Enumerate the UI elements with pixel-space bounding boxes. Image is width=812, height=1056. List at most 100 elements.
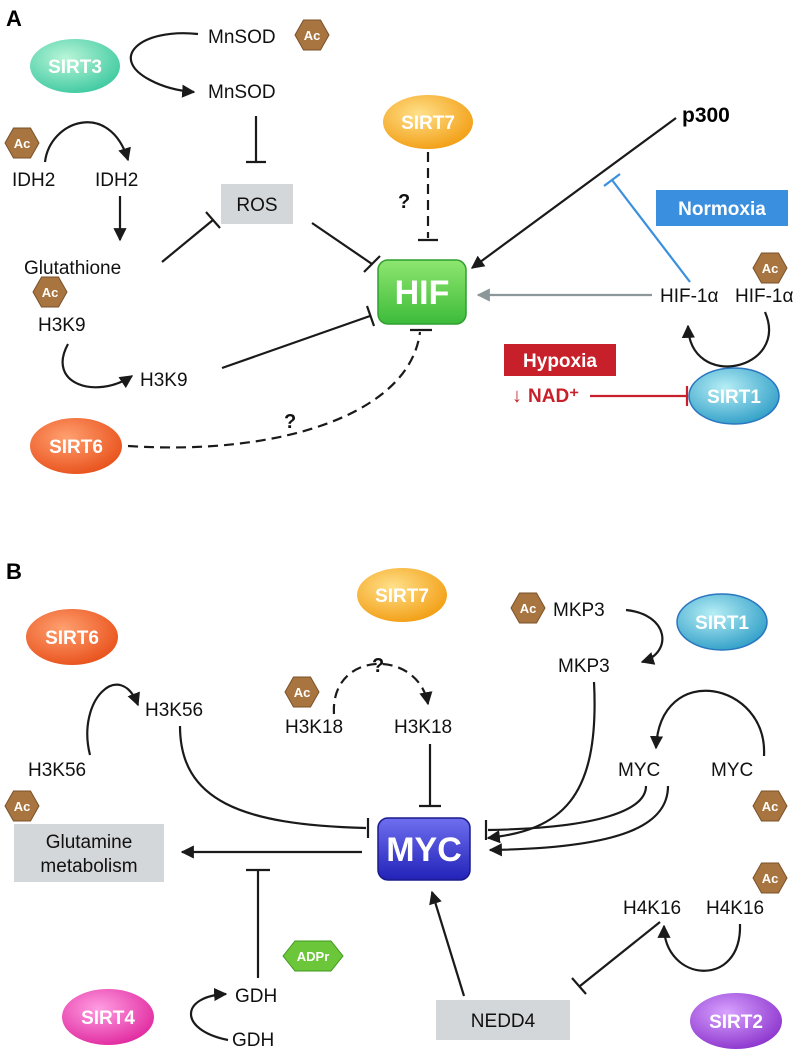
sirt1-node-a [688, 367, 780, 425]
h3k56-label: H3K56 [145, 700, 203, 721]
normoxia-box [656, 190, 788, 226]
sirt7-label-b: SIRT7 [375, 586, 429, 607]
acetyl-label: Ac [762, 799, 779, 814]
ros-inhibit-bar [363, 255, 381, 273]
sirt6-label-a: SIRT6 [49, 437, 103, 458]
normoxia-label: Normoxia [678, 199, 766, 220]
acetyl-badge: Ac [752, 252, 788, 284]
hif1a-label: HIF-1α [660, 286, 719, 307]
acetyl-label: Ac [520, 601, 537, 616]
myc-node [377, 817, 471, 881]
myc-hub-label: MYC [386, 831, 462, 869]
sirt2-h4k16-deacetylation-arrow [657, 923, 742, 972]
sirt6-uncertain-mark-a: ? [284, 411, 296, 433]
p300-to-hif-arrow [470, 117, 677, 269]
myc-label: MYC [618, 760, 660, 781]
adpr-label: ADPr [297, 949, 330, 964]
sirt3-node-a [30, 39, 120, 93]
acetyl-badge: Ac [752, 862, 788, 894]
acetyl-label: Ac [762, 261, 779, 276]
hypoxia-label: Hypoxia [523, 351, 597, 372]
acetyl-badge: Ac [32, 276, 68, 308]
sirt7-uncertain-mark-b: ? [372, 655, 384, 677]
glutathione-inhibits-ros [161, 219, 214, 263]
h4k16-inhibits-nedd4 [579, 921, 661, 987]
acetyl-badge: Ac [294, 19, 330, 51]
myc-ac-label: MYC [711, 760, 753, 781]
h4k16-inhibit-bar [571, 977, 587, 995]
sirt7-node-b [357, 568, 447, 622]
idh2-label: IDH2 [95, 170, 138, 191]
sirt6-node-b [26, 609, 118, 665]
nedd4-to-myc-arrow [429, 890, 466, 997]
sirt7-uncertain-mark-a: ? [398, 191, 410, 213]
mkp3-ac-label: MKP3 [553, 600, 605, 621]
acetyl-badge: Ac [510, 592, 546, 624]
ros-box [221, 184, 293, 224]
ros-label: ROS [236, 195, 277, 216]
ros-inhibits-hif [311, 222, 373, 265]
gdh-label: GDH [232, 1030, 274, 1051]
normoxia-inhibit-bar [603, 173, 621, 187]
sirt6-label-b: SIRT6 [45, 628, 99, 649]
sirt1-myc-deacetylation-arrow [649, 689, 766, 757]
acetyl-badge: Ac [4, 790, 40, 822]
h3k18-ac-label: H3K18 [285, 717, 343, 738]
sirt6-h3k9-deacetylation-arrow [61, 343, 134, 389]
glutamine-metabolism-box [14, 824, 164, 882]
sirt3-label-a: SIRT3 [48, 57, 102, 78]
p300-label: p300 [682, 104, 730, 127]
h3k56-inhibits-myc [178, 725, 367, 830]
panel-a-label: A [6, 6, 22, 31]
h4k16-label: H4K16 [623, 898, 681, 919]
h3k9-inhibit-bar [365, 305, 376, 327]
h3k9-ac-label: H3K9 [38, 315, 86, 336]
acetyl-label: Ac [762, 871, 779, 886]
h3k9-inhibits-hif [221, 314, 371, 370]
hypoxia-box [504, 344, 616, 376]
sirt4-node [62, 989, 154, 1045]
sirt7-node-a [383, 95, 473, 149]
sirt1-node-b [676, 593, 768, 651]
mnsod-label: MnSOD [208, 82, 276, 103]
mkp3-to-myc-arrow [486, 681, 596, 844]
acetyl-label: Ac [294, 685, 311, 700]
sirt4-label: SIRT4 [81, 1008, 135, 1029]
sirt2-label: SIRT2 [709, 1012, 763, 1033]
acetyl-label: Ac [14, 136, 31, 151]
nedd4-label: NEDD4 [471, 1011, 536, 1032]
acetyl-label: Ac [304, 28, 321, 43]
sirt6-node-a [30, 418, 122, 474]
glutamine-label: Glutamine [46, 832, 133, 853]
glutathione-inhibit-bar [205, 211, 221, 229]
sirt6-h3k56-deacetylation-arrow [86, 683, 140, 756]
sirt1-hif1a-deacetylation-arrow [681, 311, 771, 368]
acetyl-label: Ac [14, 799, 31, 814]
sirt3-idh2-deacetylation-arrow [43, 121, 131, 163]
acetyl-badge: Ac [4, 127, 40, 159]
acetyl-label: Ac [42, 285, 59, 300]
sirt1-label-b: SIRT1 [695, 613, 749, 634]
hif1a-inhibits-p300-normoxia [611, 179, 691, 283]
h3k9-label: H3K9 [140, 370, 188, 391]
nedd4-box [436, 1000, 570, 1040]
hif-node [377, 259, 467, 325]
sirt4-gdh-adp-ribosylation-arrow [189, 987, 229, 1042]
sirt1-mkp3-deacetylation-arrow [625, 608, 664, 665]
sirt3-mnsod-deacetylation-arrow [129, 32, 199, 98]
acetyl-badge: Ac [284, 676, 320, 708]
nad-label: NAD⁺ [528, 386, 579, 407]
mkp3-label: MKP3 [558, 656, 610, 677]
panel-b-label: B [6, 559, 22, 584]
h3k56-ac-label: H3K56 [28, 760, 86, 781]
gdh-adpr-label: GDH [235, 986, 277, 1007]
sirt2-node [690, 993, 782, 1049]
h4k16-ac-label: H4K16 [706, 898, 764, 919]
acetyl-badge: Ac [752, 790, 788, 822]
myc-to-myc-hub-arrow [488, 785, 670, 857]
nad-decrease-arrow-icon: ↓ [512, 385, 522, 407]
myc-inhibits-myc-hub [487, 785, 648, 832]
sirt7-label-a: SIRT7 [401, 113, 455, 134]
h3k18-label: H3K18 [394, 717, 452, 738]
